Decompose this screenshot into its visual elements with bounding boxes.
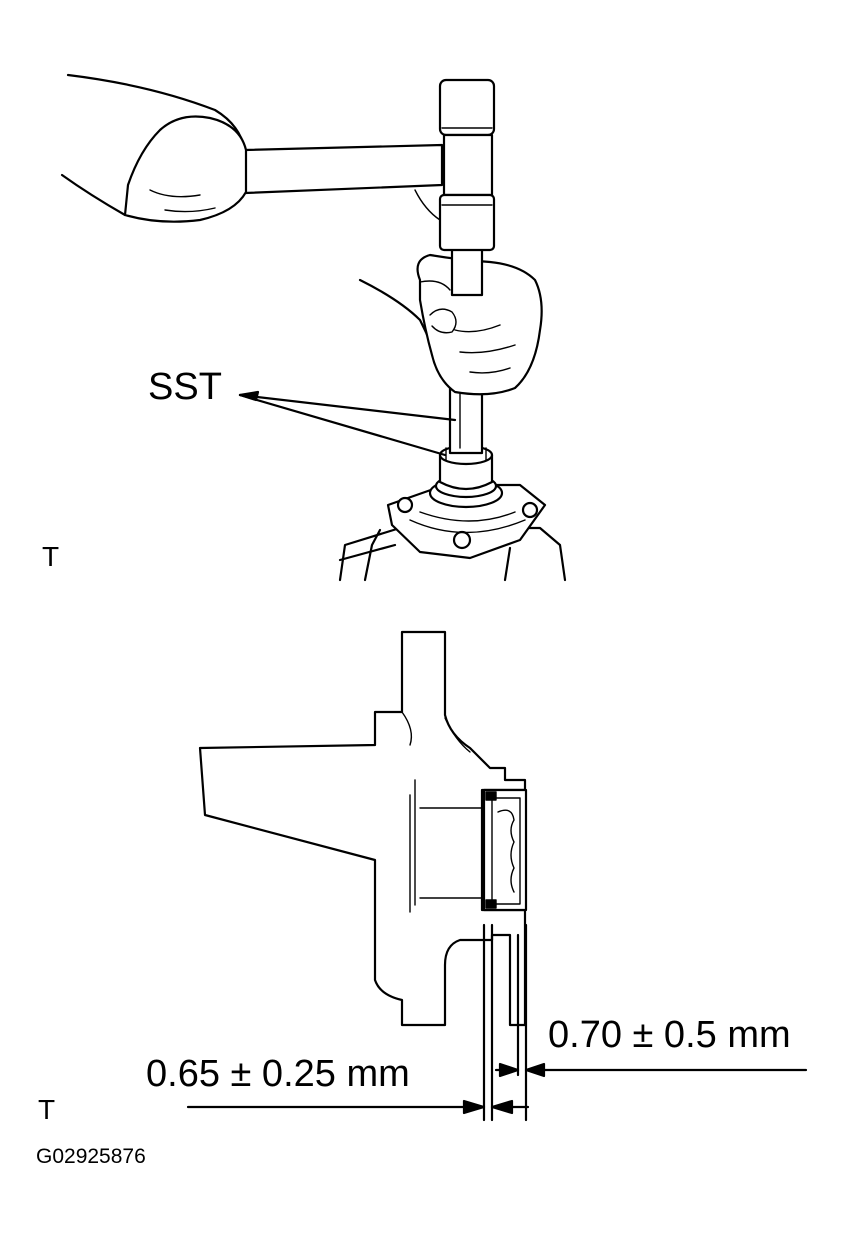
hand-holding-hammer <box>60 73 441 223</box>
dimension-outer-label: 0.70 ± 0.5 mm <box>548 1014 791 1056</box>
hammer-head <box>438 78 496 252</box>
view-marker-top: T <box>42 541 60 572</box>
dimension-outer-arrows <box>494 1062 808 1078</box>
dimension-inner-label: 0.65 ± 0.25 mm <box>146 1053 410 1095</box>
oil-seal <box>482 788 528 912</box>
sst-leader-lines <box>238 390 457 457</box>
mounting-flange <box>386 483 547 560</box>
dimension-extension-lines <box>482 923 528 1122</box>
flange-section <box>198 630 527 1027</box>
hand-holding-rod <box>358 253 543 396</box>
view-marker-bottom: T <box>38 1094 56 1125</box>
sst-label: SST <box>148 366 222 408</box>
figure-id: G02925876 <box>36 1145 146 1168</box>
dimension-inner-arrows <box>186 1099 530 1115</box>
sst-driver <box>438 383 494 491</box>
sst-installation-drawing <box>60 73 567 582</box>
